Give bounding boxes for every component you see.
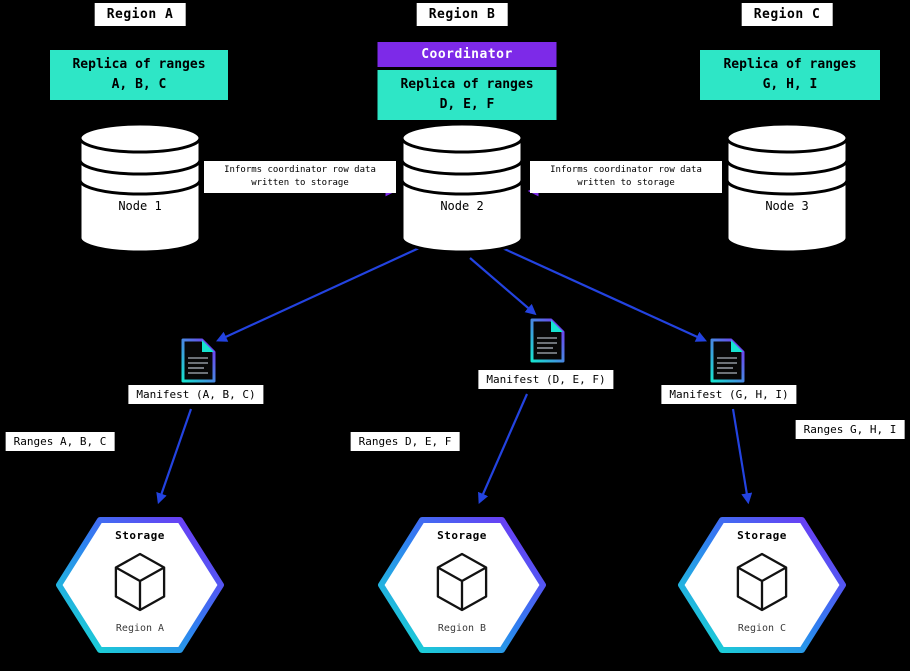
manifest-c-document-icon	[710, 338, 745, 383]
replica-c-line2: G, H, I	[762, 77, 818, 93]
storage-b-cube-icon	[436, 552, 488, 612]
arrow-manifest-a-to-storage-a	[156, 408, 193, 505]
replica-b-box: Replica of ranges D, E, F	[377, 70, 557, 121]
storage-c-title: Storage	[737, 529, 787, 542]
node3-label: Node 3	[765, 199, 809, 213]
replica-c-line1: Replica of ranges	[723, 57, 857, 72]
coordinator-badge: Coordinator	[377, 42, 557, 67]
ranges-a-label: Ranges A, B, C	[5, 432, 115, 451]
replica-b-line2: D, E, F	[439, 97, 495, 113]
inform-label-right: Informs coordinator row data written to …	[530, 161, 722, 194]
arrow-manifest-c-to-storage-c	[731, 408, 753, 505]
ranges-c-label: Ranges G, H, I	[795, 420, 905, 439]
manifest-b-label: Manifest (D, E, F)	[478, 370, 614, 389]
storage-c-cube-icon	[736, 552, 788, 612]
replica-a-box: Replica of ranges A, B, C	[50, 50, 228, 101]
region-a-title: Region A	[94, 3, 186, 26]
node2-database-icon	[400, 122, 524, 254]
arrow-manifest-b-to-storage-b	[478, 393, 529, 505]
storage-a-cube-icon	[114, 552, 166, 612]
storage-b-title: Storage	[437, 529, 487, 542]
storage-b-region: Region B	[437, 623, 487, 634]
node2-label: Node 2	[440, 199, 484, 213]
replica-b-line1: Replica of ranges	[400, 77, 534, 92]
arrow-node2-to-manifest-b	[469, 257, 537, 316]
node1-database-icon	[78, 122, 202, 254]
arrow-node2-to-manifest-c	[499, 245, 708, 342]
manifest-b-document-icon	[530, 318, 565, 363]
storage-a-title: Storage	[115, 529, 165, 542]
node3-database-icon	[725, 122, 849, 254]
replica-a-line1: Replica of ranges	[72, 57, 206, 72]
arrow-node2-to-manifest-a	[216, 242, 431, 342]
node1-label: Node 1	[118, 199, 162, 213]
manifest-a-document-icon	[181, 338, 216, 383]
ranges-b-label: Ranges D, E, F	[350, 432, 460, 451]
region-c-title: Region C	[741, 3, 833, 26]
manifest-c-label: Manifest (G, H, I)	[661, 385, 797, 404]
storage-c-region: Region C	[737, 623, 787, 634]
inform-label-left: Informs coordinator row data written to …	[204, 161, 396, 194]
replica-a-line2: A, B, C	[111, 77, 167, 93]
replica-c-box: Replica of ranges G, H, I	[700, 50, 880, 101]
manifest-a-label: Manifest (A, B, C)	[128, 385, 264, 404]
storage-a-region: Region A	[115, 623, 165, 634]
region-b-title: Region B	[416, 3, 508, 26]
